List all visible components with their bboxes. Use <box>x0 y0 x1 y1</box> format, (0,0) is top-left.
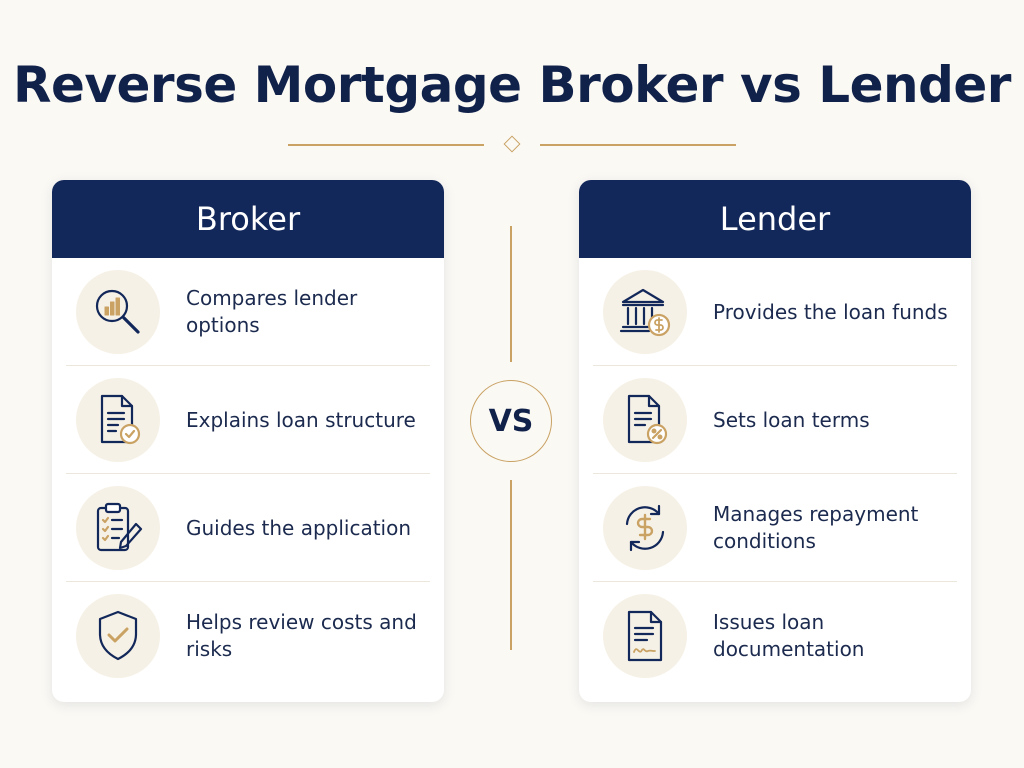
lender-item-label: Provides the loan funds <box>713 299 948 324</box>
title-divider <box>288 135 736 154</box>
lender-item-provides: Provides the loan funds <box>579 258 971 366</box>
lender-item-label: Issues loan documentation <box>713 610 865 661</box>
diamond-icon <box>503 135 521 153</box>
divider-line-left <box>288 144 484 146</box>
broker-item-label: Guides the application <box>186 515 412 540</box>
lender-card: Lender Provides the loan funds <box>579 180 971 702</box>
divider-line-right <box>540 144 736 146</box>
lender-item-manages: Manages repayment conditions <box>579 474 971 582</box>
lender-list: Provides the loan funds Sets loan terms <box>579 258 971 690</box>
signed-document-icon <box>603 594 687 678</box>
lender-heading: Lender <box>579 180 971 258</box>
broker-card: Broker Compares lender options <box>52 180 444 702</box>
broker-item-guides: Guides the application <box>52 474 444 582</box>
broker-item-label: Compares lender options <box>186 286 358 337</box>
vs-badge: VS <box>470 380 552 462</box>
broker-item-reviews: Helps review costs and risks <box>52 582 444 690</box>
center-line-top <box>510 226 512 362</box>
bank-dollar-icon <box>603 270 687 354</box>
shield-check-icon <box>76 594 160 678</box>
document-percent-icon <box>603 378 687 462</box>
page-title: Reverse Mortgage Broker vs Lender <box>13 56 1011 114</box>
broker-item-compares: Compares lender options <box>52 258 444 366</box>
lender-item-label: Sets loan terms <box>713 407 870 432</box>
broker-item-label: Explains loan structure <box>186 407 416 432</box>
lender-item-label: Manages repayment conditions <box>713 502 919 553</box>
broker-item-label: Helps review costs and risks <box>186 610 417 661</box>
clipboard-pencil-icon <box>76 486 160 570</box>
dollar-cycle-icon <box>603 486 687 570</box>
lender-item-sets: Sets loan terms <box>579 366 971 474</box>
magnifier-chart-icon <box>76 270 160 354</box>
center-line-bottom <box>510 480 512 650</box>
broker-heading: Broker <box>52 180 444 258</box>
lender-item-issues: Issues loan documentation <box>579 582 971 690</box>
broker-item-explains: Explains loan structure <box>52 366 444 474</box>
document-check-icon <box>76 378 160 462</box>
broker-list: Compares lender options Explains loan st… <box>52 258 444 690</box>
